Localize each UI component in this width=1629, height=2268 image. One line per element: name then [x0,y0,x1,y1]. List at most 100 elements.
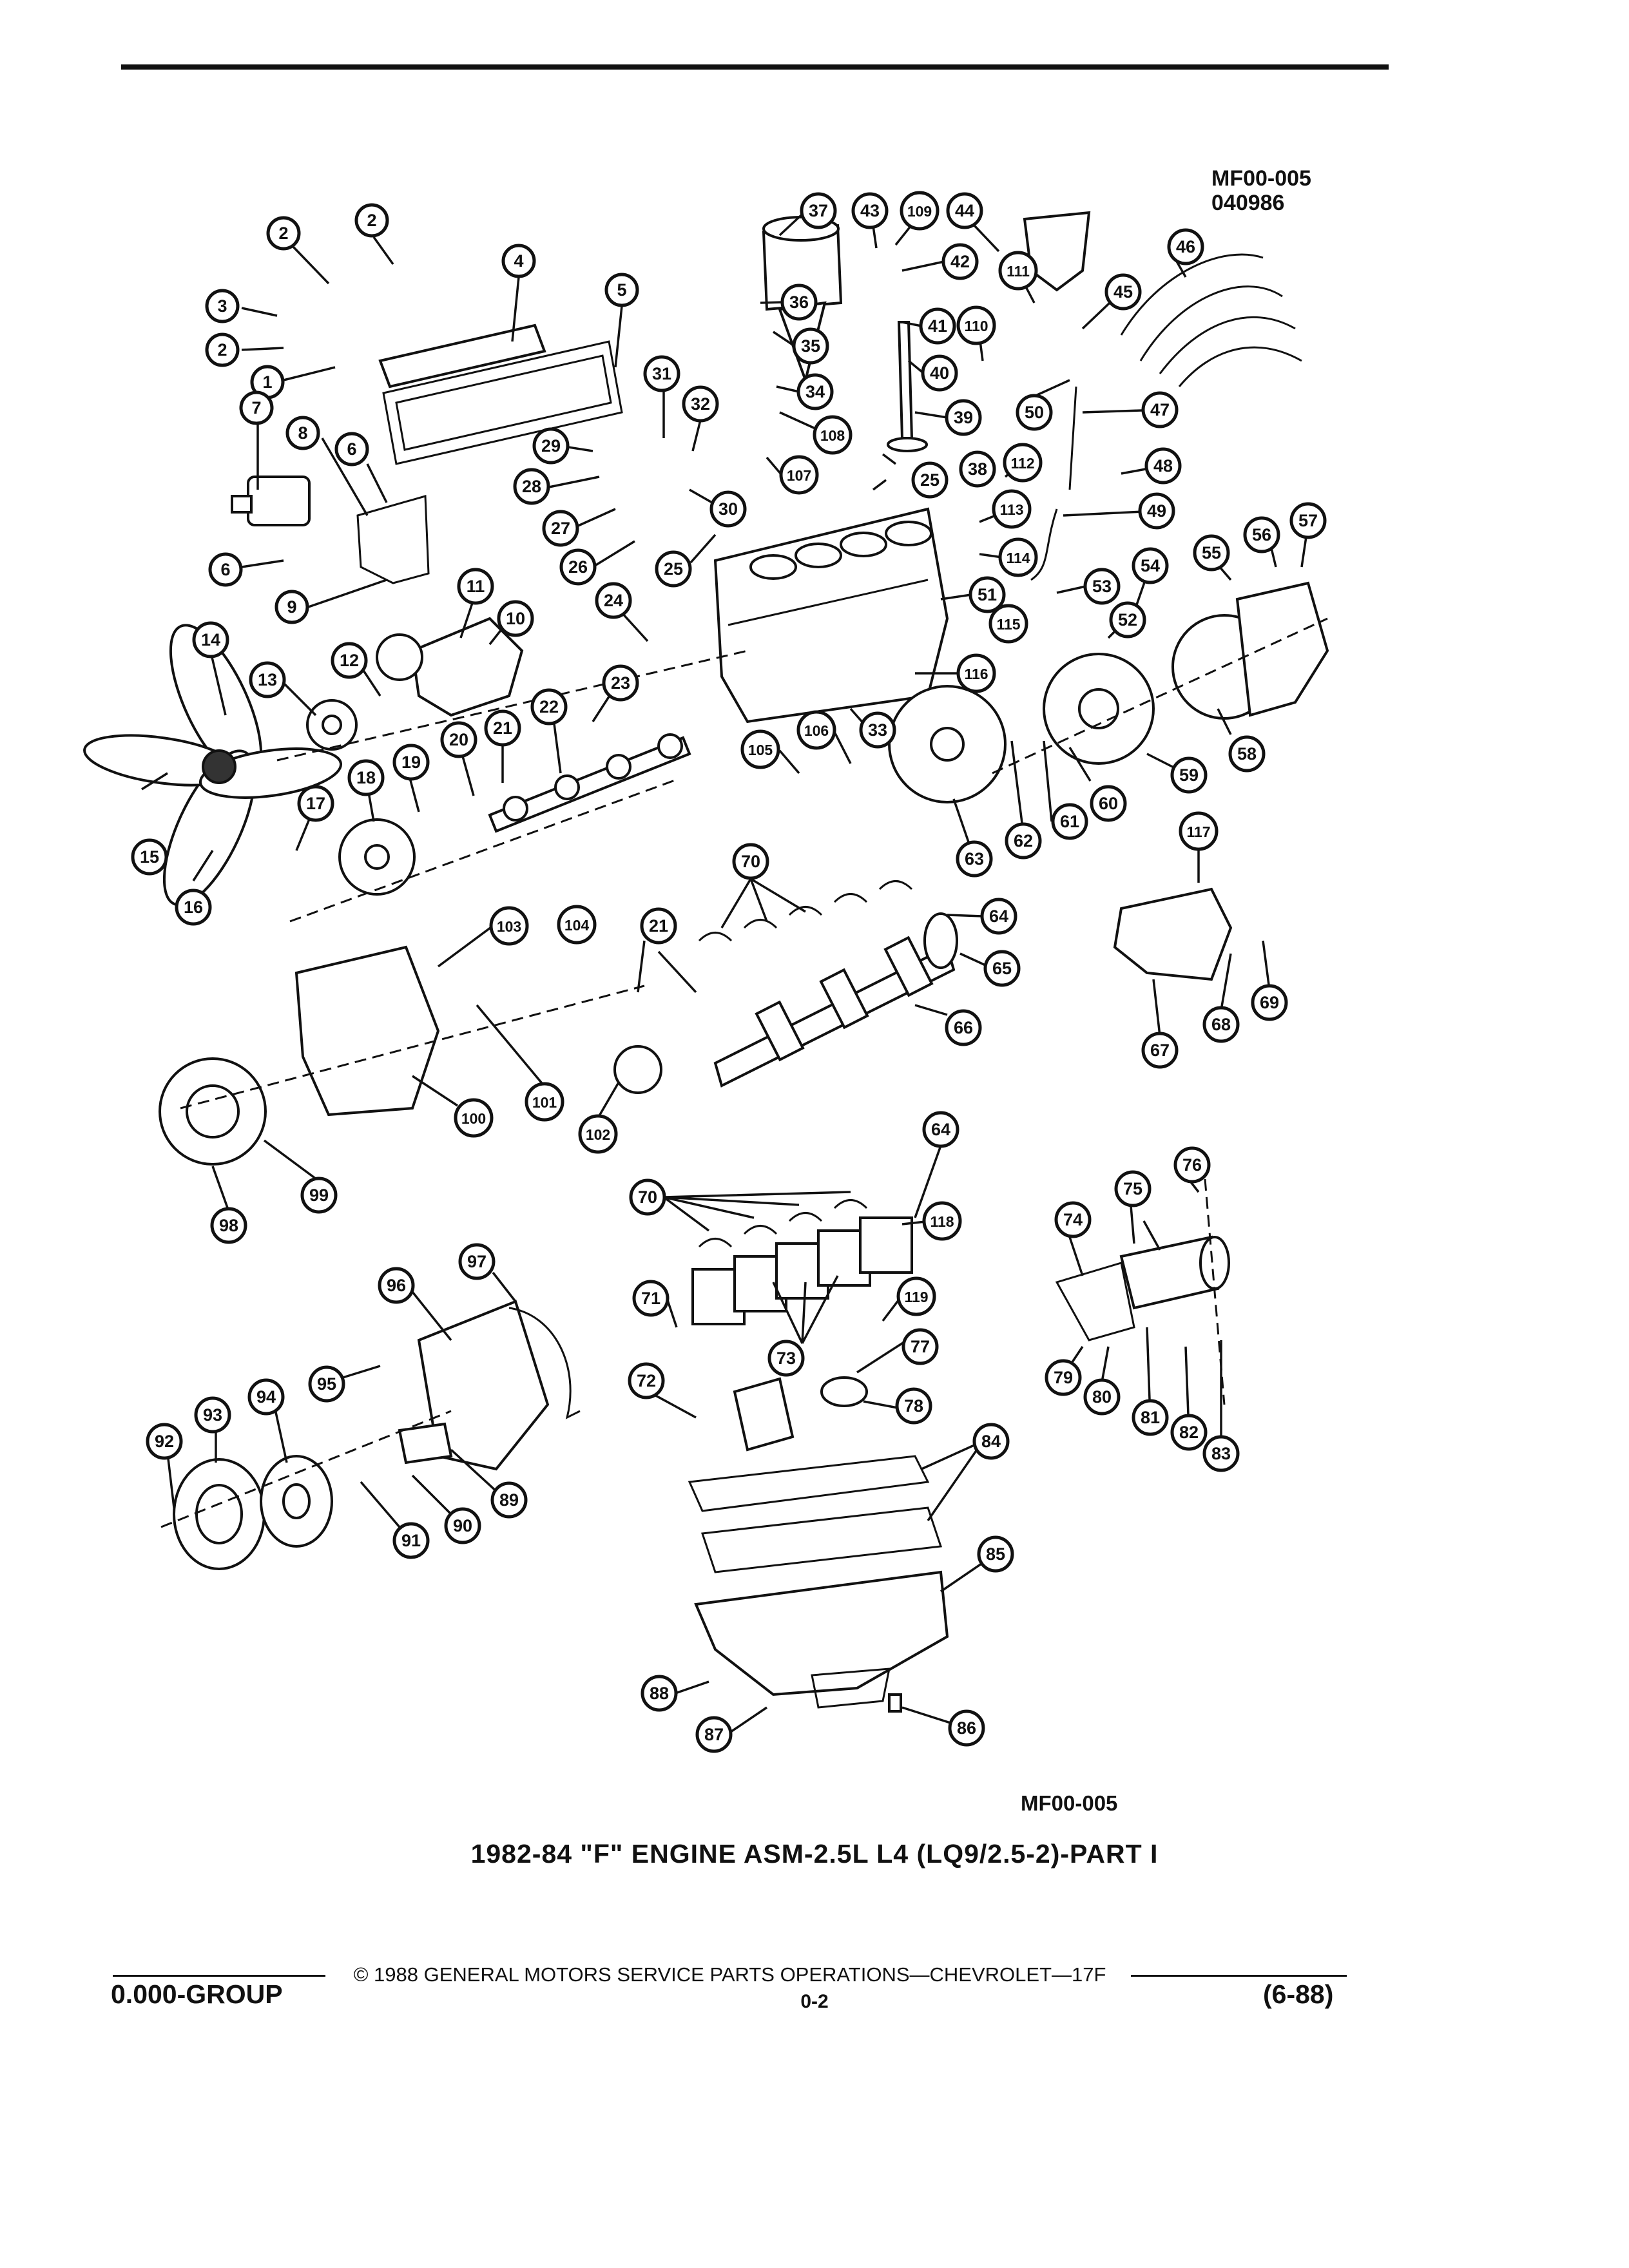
engine-front-plate [294,945,440,1117]
callout: 26 [559,548,597,586]
callout: 25 [655,550,692,588]
callout: 57 [1289,502,1327,539]
callout: 33 [859,711,896,749]
svg-text:9: 9 [287,597,296,617]
callout: 17 [297,785,334,822]
callout: 87 [695,1716,733,1753]
rear-main-seal [923,912,958,969]
svg-text:105: 105 [748,742,773,758]
callout: 42 [941,243,979,280]
svg-text:40: 40 [930,363,949,383]
svg-text:115: 115 [996,616,1020,633]
callout: 19 [392,744,430,781]
callout: 12 [331,642,368,679]
svg-text:33: 33 [868,720,887,740]
svg-text:32: 32 [691,394,710,414]
svg-text:15: 15 [140,847,159,867]
callout: 21 [640,907,677,945]
callout: 6 [334,432,369,466]
callout: 78 [895,1387,932,1425]
svg-text:62: 62 [1014,831,1033,850]
callout: 45 [1104,273,1142,311]
callout: 23 [602,664,639,702]
callout: 58 [1228,735,1266,773]
svg-text:23: 23 [611,673,630,693]
callout: 40 [921,354,958,392]
svg-text:45: 45 [1113,282,1133,302]
svg-text:72: 72 [637,1371,656,1390]
callout: 104 [557,905,597,945]
svg-text:30: 30 [718,499,738,519]
svg-text:114: 114 [1006,550,1030,566]
callout: 92 [146,1423,183,1460]
svg-text:64: 64 [931,1120,950,1139]
page-number: 0-2 [800,1991,829,2012]
callout: 103 [489,906,529,946]
svg-text:4: 4 [514,251,523,271]
svg-text:108: 108 [820,427,845,444]
oil-pump [733,1377,795,1452]
callout: 119 [896,1276,936,1316]
figure-code: MF00-005 [1211,166,1311,191]
svg-text:41: 41 [928,316,947,336]
svg-text:54: 54 [1141,556,1160,575]
svg-text:110: 110 [964,318,988,334]
svg-text:47: 47 [1150,400,1170,419]
spark-plug-wires [1120,253,1302,387]
svg-text:51: 51 [978,585,997,604]
callout: 98 [210,1207,247,1244]
svg-text:18: 18 [356,768,376,787]
callout: 34 [796,373,834,410]
svg-text:16: 16 [184,898,203,917]
callout: 64 [922,1111,959,1148]
callout: 21 [484,709,521,747]
footer-copyright-line: © 1988 GENERAL MOTORS SERVICE PARTS OPER… [113,1963,1347,1986]
svg-text:7: 7 [251,398,261,418]
callout: 2 [266,216,301,251]
oil-pan [694,1570,949,1696]
revision-date: (6-88) [1263,1979,1334,2009]
callout: 36 [780,284,818,321]
svg-text:6: 6 [347,439,356,459]
svg-text:106: 106 [804,722,829,739]
svg-text:3: 3 [217,296,227,316]
svg-text:92: 92 [155,1432,174,1451]
svg-text:90: 90 [453,1516,472,1535]
callout: 6 [208,552,243,587]
callout: 20 [440,721,477,758]
svg-text:27: 27 [551,519,570,538]
svg-text:117: 117 [1186,823,1210,840]
callout: 64 [980,898,1017,935]
svg-text:89: 89 [499,1490,519,1510]
callout: 108 [813,415,853,455]
callout: 113 [992,489,1032,529]
group-label: 0.000-GROUP [111,1979,283,2009]
callout: 91 [392,1522,430,1559]
svg-text:83: 83 [1211,1444,1231,1463]
clutch-pressure-plate [1235,581,1329,717]
svg-text:97: 97 [467,1252,487,1271]
svg-text:21: 21 [649,916,668,936]
svg-text:71: 71 [641,1289,660,1308]
svg-text:70: 70 [638,1187,657,1207]
callout: 5 [604,273,639,307]
svg-text:99: 99 [309,1186,329,1205]
callout: 79 [1045,1359,1082,1396]
top-rule [121,64,1389,70]
svg-text:60: 60 [1099,794,1118,813]
svg-text:10: 10 [506,609,525,628]
callout: 27 [542,510,579,547]
svg-text:2: 2 [217,340,227,360]
svg-text:42: 42 [950,252,970,271]
callout: 14 [192,621,229,658]
svg-text:28: 28 [522,477,541,496]
callout: 89 [490,1481,528,1519]
svg-text:14: 14 [201,630,220,649]
callout: 66 [945,1009,982,1046]
callout: 51 [969,576,1006,613]
callout: 15 [131,838,168,876]
svg-text:57: 57 [1298,511,1318,530]
figure-caption: 1982-84 "F" ENGINE ASM-2.5L L4 (LQ9/2.5-… [470,1839,1159,1869]
valve-cover-gasket [382,340,623,465]
callout: 94 [247,1378,285,1416]
